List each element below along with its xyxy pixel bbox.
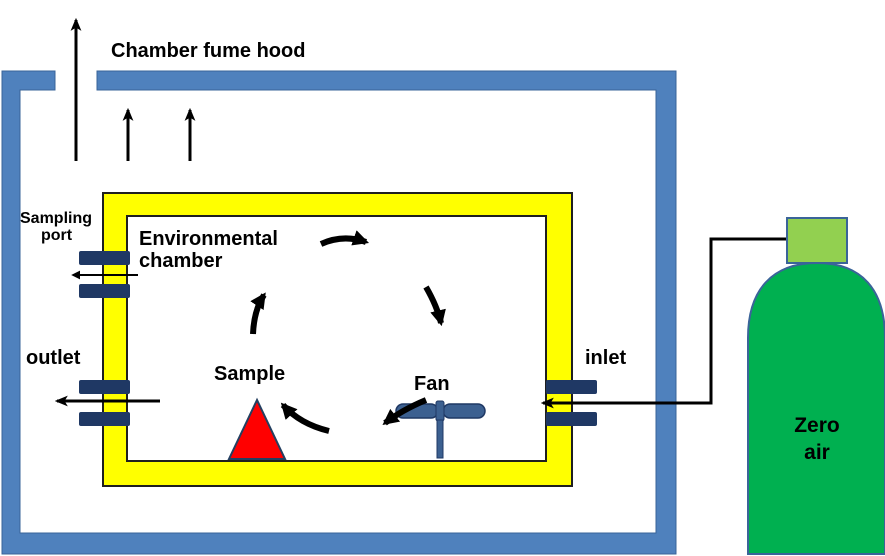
cylinder-valve bbox=[786, 217, 848, 264]
fan-stem bbox=[436, 419, 444, 459]
sampling-port-label-line1: Sampling bbox=[20, 210, 93, 227]
exhaust-arrows bbox=[70, 17, 196, 161]
fume-hood-wall bbox=[1, 70, 677, 555]
curved-arrow-icon bbox=[382, 397, 428, 426]
outlet-label: outlet bbox=[26, 347, 81, 369]
zero-air-label: Zero air bbox=[782, 412, 852, 467]
sample-label: Sample bbox=[214, 363, 286, 385]
env-chamber-label-line2: chamber bbox=[139, 249, 223, 272]
hood-label: Chamber fume hood bbox=[111, 40, 306, 62]
zero-air-label-line2: air bbox=[804, 441, 830, 465]
zero-air-label-line1: Zero bbox=[794, 414, 840, 437]
gas-cylinder-icon bbox=[747, 217, 885, 555]
port-flange bbox=[546, 380, 597, 394]
fan-hub bbox=[435, 400, 445, 422]
sampling-port bbox=[71, 251, 138, 298]
supply-line bbox=[540, 237, 786, 409]
cylinder-body bbox=[747, 261, 885, 555]
port-flange bbox=[79, 251, 130, 265]
env-chamber-label: Environmental chamber bbox=[139, 228, 278, 272]
fan-blade bbox=[442, 403, 486, 419]
sampling-port-label-line2: port bbox=[41, 227, 73, 245]
curved-arrow-icon bbox=[319, 230, 370, 247]
airflow-arrows bbox=[250, 230, 446, 434]
port-flange bbox=[546, 412, 597, 426]
port-flange bbox=[79, 380, 130, 394]
port-flange bbox=[79, 284, 130, 298]
fume-hood bbox=[1, 70, 677, 555]
curved-arrow-icon bbox=[423, 285, 446, 327]
env-chamber-label-line1: Environmental bbox=[139, 228, 278, 250]
curved-arrow-icon bbox=[250, 292, 267, 335]
outlet-port bbox=[54, 380, 160, 426]
inlet-label: inlet bbox=[585, 347, 627, 369]
sampling-port-label: Sampling port bbox=[20, 210, 92, 245]
inlet-port bbox=[546, 380, 597, 426]
triangle-icon bbox=[227, 397, 287, 460]
port-flange bbox=[79, 412, 130, 426]
chamber-interior bbox=[126, 215, 547, 462]
fan-label: Fan bbox=[414, 373, 450, 395]
curved-arrow-icon bbox=[280, 402, 330, 434]
